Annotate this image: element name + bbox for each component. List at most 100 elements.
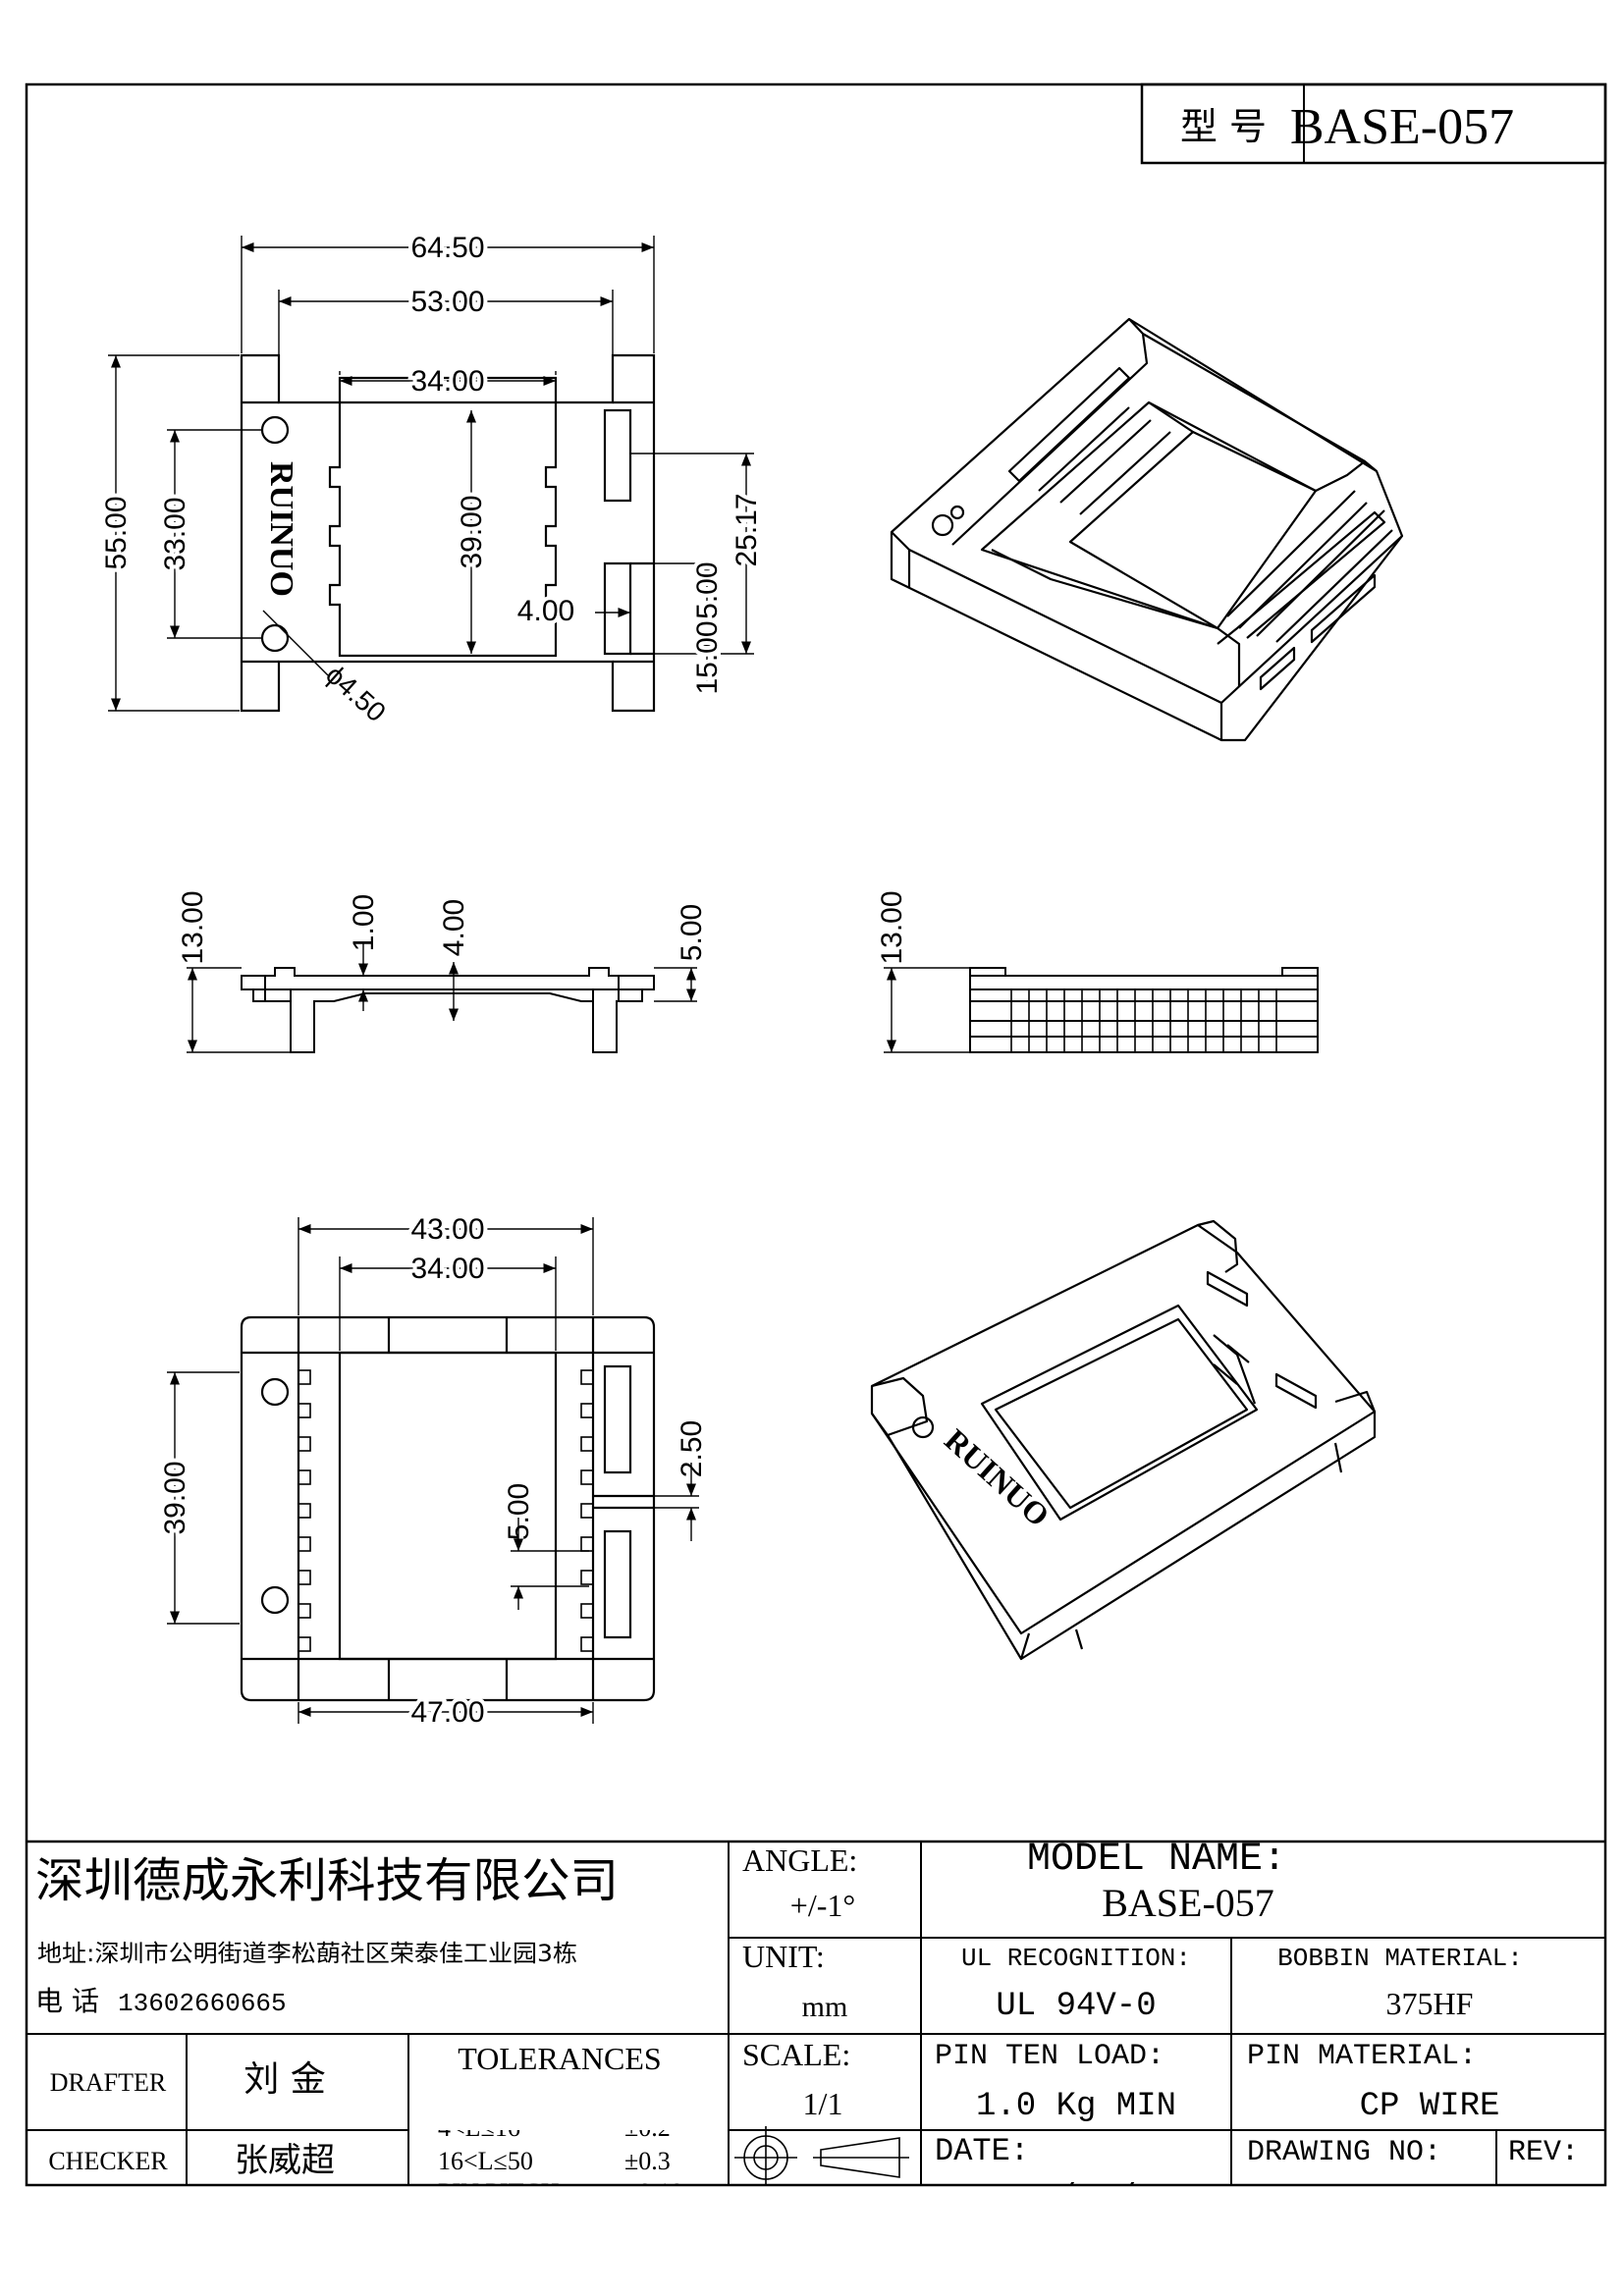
side-view-dimensions (187, 942, 697, 1053)
bottom-view-pins (298, 1369, 594, 1652)
header-model-text: BASE-057 (1290, 99, 1514, 155)
drafter-name: 刘 金 (244, 2059, 325, 2100)
dim-side-a: 1.00 (348, 894, 380, 951)
pin-cavity (580, 1369, 594, 1385)
pin-load-label: PIN TEN LOAD: (935, 2040, 1164, 2073)
pin-cavity (298, 1369, 311, 1385)
dim-side-b: 4.00 (438, 899, 470, 956)
pin-cavity (298, 1403, 311, 1418)
iso-view-top (890, 317, 1404, 742)
pin-cavity (298, 1503, 311, 1519)
end-view-dimensions (884, 967, 970, 1053)
pin-cavity (298, 1570, 311, 1585)
tolerances-title: TOLERANCES (458, 2041, 661, 2076)
dim-top-right-a: 25.17 (731, 493, 763, 566)
unit-value: mm (802, 1991, 848, 2023)
model-name-value: BASE-057 (1102, 1881, 1274, 1925)
bottom-view-dimensions (167, 1217, 699, 1724)
dim-bottom-width-outer: 43.00 (410, 1213, 484, 1246)
dim-top-right-b: 15.00 (691, 561, 724, 635)
dim-top-height-outer: 55.00 (100, 496, 133, 569)
date-value: 2024/09/11 (976, 2180, 1176, 2217)
pin-cavity (580, 1603, 594, 1619)
tolerance-table: 0<L≤4 ±0.1 4<L≤16 ±0.2 16<L≤50 ±0.3 PIN … (438, 2080, 683, 2207)
drawing-border (25, 82, 1607, 2187)
scale-label: SCALE: (742, 2037, 850, 2072)
drawing-no-label: DRAWING NO: (1247, 2136, 1441, 2169)
bobbin-material-label: BOBBIN MATERIAL: (1277, 1944, 1523, 1973)
pin-cavity (298, 1603, 311, 1619)
pin-cavity (580, 1570, 594, 1585)
top-view-dimensions (108, 236, 754, 712)
angle-value: +/-1° (790, 1888, 855, 1923)
dim-end-height: 13.00 (876, 890, 908, 964)
tolerance-value: ±0.10 (624, 2178, 683, 2207)
pin-cavity (580, 1636, 594, 1652)
model-header-box: 型 号 BASE-057 (1140, 82, 1607, 165)
bottom-view (240, 1315, 656, 1702)
checker-name: 张威超 (235, 2141, 335, 2180)
dim-top-hole-diameter: ϕ4.50 (320, 659, 392, 727)
projection-symbol (734, 2126, 909, 2185)
unit-label: UNIT: (742, 1939, 825, 1974)
pin-cavity (580, 1536, 594, 1552)
tolerance-value: ±0.2 (624, 2113, 671, 2142)
bobbin-material-value: 375HF (1386, 1986, 1474, 2021)
top-view-logo: RUINUO (263, 461, 299, 597)
title-block-grid (27, 1840, 1605, 2185)
company-address: 地址:深圳市公明街道李松蓢社区荣泰佳工业园3栋 (37, 1940, 577, 1967)
dim-top-width-outer: 64.50 (410, 232, 484, 264)
pin-material-label: PIN MATERIAL: (1247, 2040, 1477, 2073)
checker-label: CHECKER (48, 2147, 168, 2175)
side-view (241, 967, 655, 1053)
drafter-label: DRAFTER (50, 2068, 167, 2097)
ul-recognition-label: UL RECOGNITION: (961, 1944, 1191, 1973)
angle-label: ANGLE: (742, 1842, 857, 1878)
pin-cavity (298, 1636, 311, 1652)
dim-side-height: 13.00 (177, 890, 209, 964)
phone-label: 电 话 (35, 1985, 99, 2017)
company-name: 深圳德成永利科技有限公司 (35, 1853, 619, 1908)
pin-cavity (298, 1469, 311, 1485)
pin-cavity (580, 1403, 594, 1418)
iso-view-bottom (870, 1219, 1377, 1661)
dim-bottom-gap: 5.00 (503, 1483, 535, 1540)
date-label: DATE: (935, 2133, 1029, 2169)
pin-cavity (580, 1436, 594, 1452)
dim-bottom-width: 47.00 (410, 1696, 484, 1729)
dim-top-right-c: 15.00 (691, 620, 724, 694)
tolerance-value: ±0.1 (624, 2080, 671, 2109)
pin-load-value: 1.0 Kg MIN (976, 2088, 1176, 2125)
rev-label: REV: (1508, 2136, 1579, 2169)
pin-material-value: CP WIRE (1360, 2088, 1500, 2125)
tolerance-range: PIN PITCH (438, 2178, 560, 2207)
top-view (240, 353, 656, 713)
dim-top-width-inner: 53.00 (410, 286, 484, 318)
tolerance-range: 4<L≤16 (438, 2113, 520, 2142)
phone-number: 13602660665 (118, 1989, 287, 2018)
iso-bottom-logo: RUINUO (938, 1421, 1056, 1533)
tolerance-range: 16<L≤50 (438, 2147, 533, 2175)
dim-bottom-window-height: 39.00 (159, 1461, 191, 1534)
ul-recognition-value: UL 94V-0 (996, 1988, 1156, 2025)
dim-bottom-width-inner: 34.00 (410, 1253, 484, 1285)
tolerance-range: 0<L≤4 (438, 2080, 508, 2109)
pin-cavity (580, 1469, 594, 1485)
scale-value: 1/1 (803, 2086, 843, 2121)
tolerance-value: ±0.3 (624, 2147, 671, 2175)
rev-value: 1.0 (1523, 2180, 1580, 2216)
dim-top-hole-spacing: 33.00 (159, 497, 191, 570)
dim-top-window-height: 39.00 (456, 495, 488, 568)
pin-cavity (298, 1536, 311, 1552)
dim-top-slot-width: 4.00 (517, 595, 574, 627)
dim-top-window-width: 34.00 (410, 365, 484, 398)
pin-cavity (580, 1503, 594, 1519)
end-view (969, 967, 1319, 1053)
pin-cavity (298, 1436, 311, 1452)
type-label: 型 号 (1180, 105, 1267, 148)
end-view-pins (1010, 989, 1277, 1052)
dim-side-c: 5.00 (676, 904, 708, 961)
dim-bottom-pitch: 2.50 (676, 1420, 708, 1477)
model-name-label: MODEL NAME: (1027, 1838, 1286, 1882)
